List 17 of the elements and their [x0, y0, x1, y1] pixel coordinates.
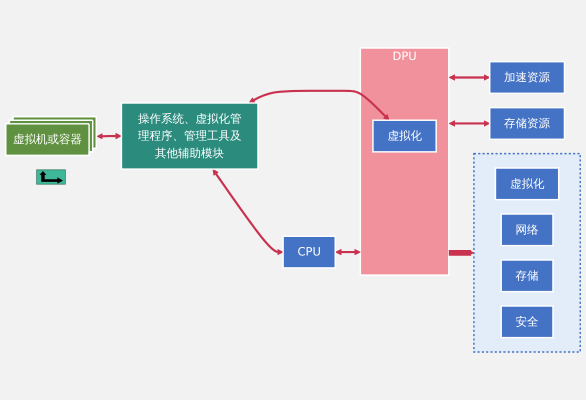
node-box: 虚拟化: [372, 120, 437, 153]
node-box: CPU: [282, 236, 336, 269]
node-box: 安全: [500, 305, 554, 338]
arrow: [212, 169, 284, 256]
arrow: [448, 74, 490, 81]
node-box: 加速资源: [489, 60, 566, 94]
arrow: [96, 132, 122, 140]
node-box: 网络: [500, 213, 554, 246]
node-box: 存储: [500, 259, 554, 292]
node-box: 操作系统、虚拟化管理程序、管理工具及其他辅助模块: [120, 102, 259, 170]
arrow: [448, 120, 490, 127]
arrow: [335, 248, 361, 256]
cluster: [473, 152, 581, 353]
node-box: 存储资源: [489, 106, 566, 140]
arrow: [448, 250, 474, 256]
arrow: [248, 90, 390, 121]
node-box: 虚拟化: [494, 167, 560, 200]
